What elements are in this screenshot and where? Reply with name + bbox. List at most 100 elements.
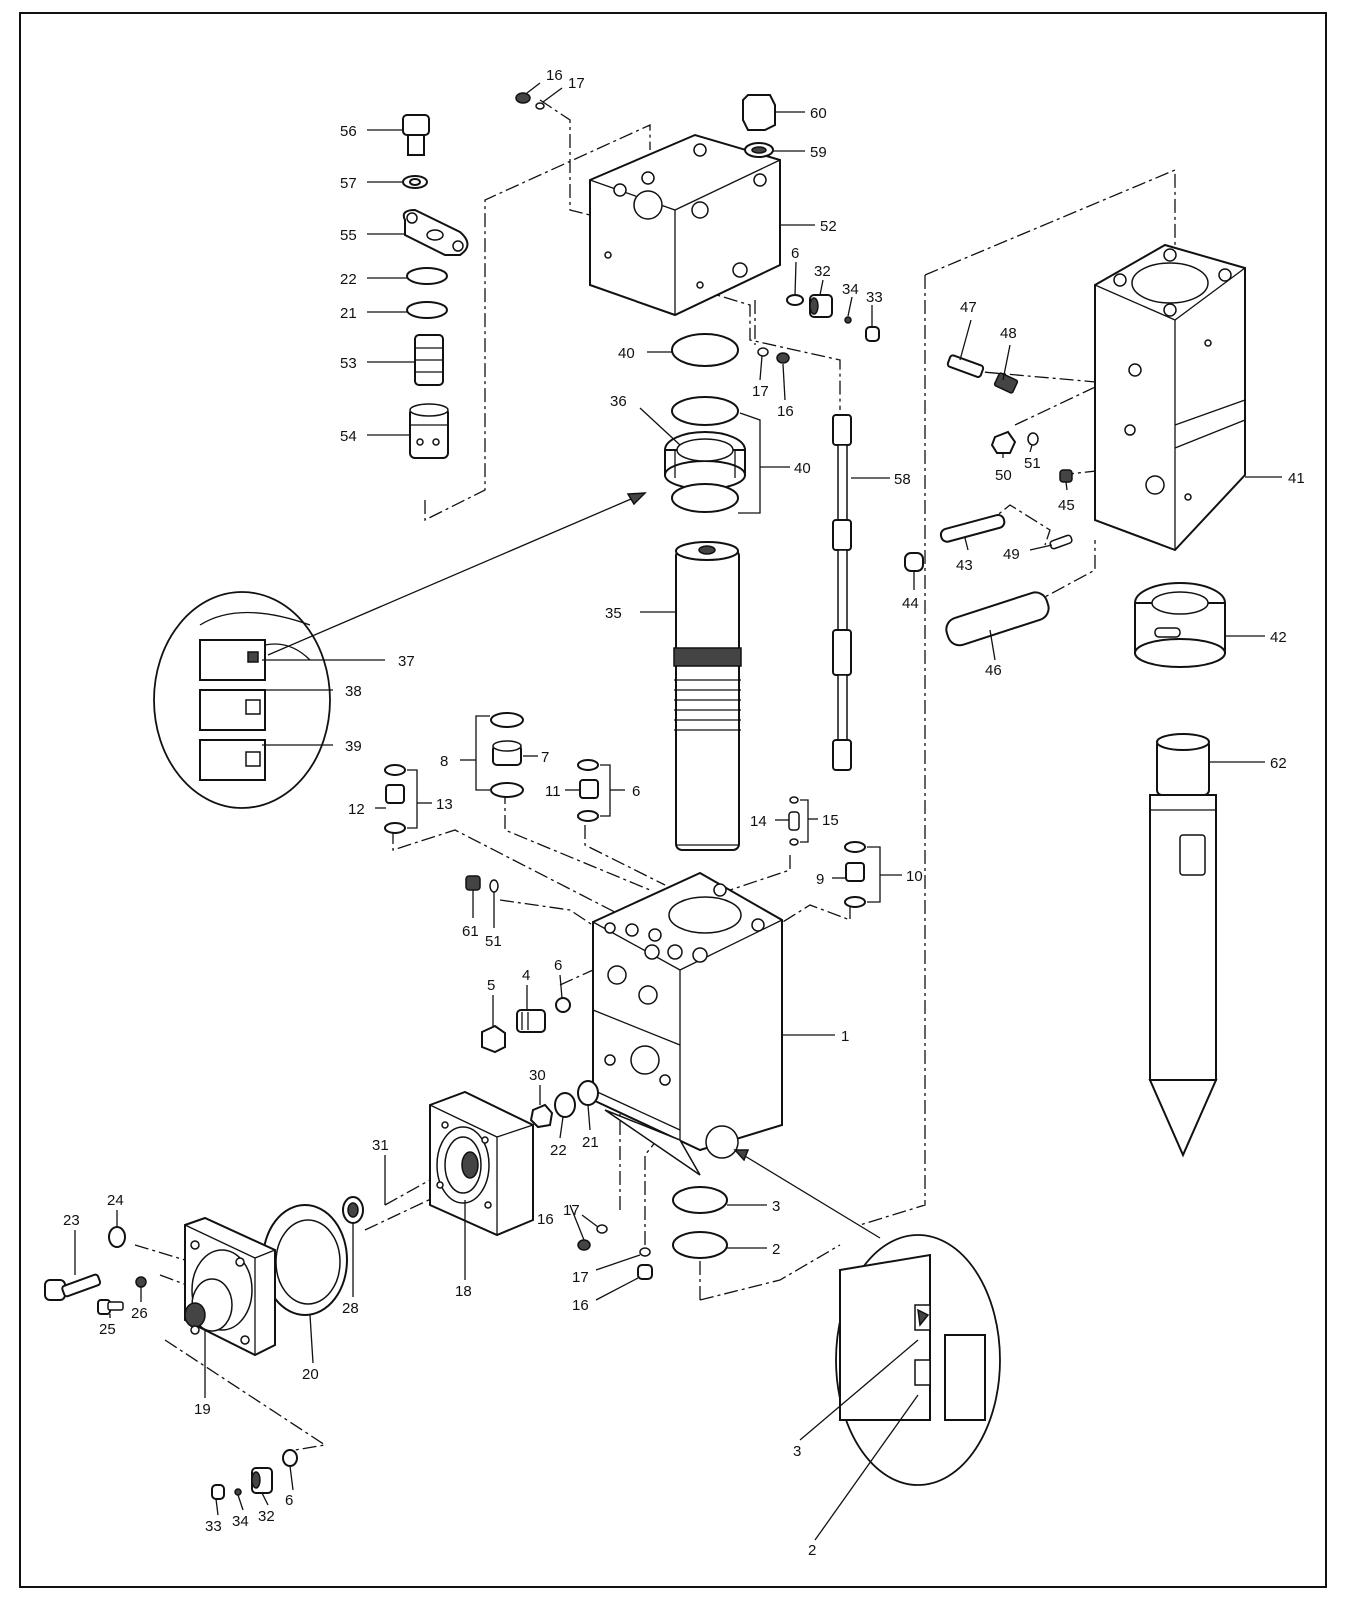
callout-3: 3 bbox=[772, 1198, 780, 1215]
callout-14: 14 bbox=[750, 813, 767, 830]
part-26-washer bbox=[135, 1276, 147, 1288]
callout-5: 5 bbox=[487, 977, 495, 994]
callout-9: 9 bbox=[816, 871, 824, 888]
callout-41: 41 bbox=[1288, 470, 1305, 487]
part-17a-oring bbox=[535, 102, 545, 110]
callout-15: 15 bbox=[822, 812, 839, 829]
callout-leaders bbox=[74, 82, 1282, 1516]
part-14-seal-set bbox=[788, 796, 800, 846]
part-46-rod bbox=[945, 591, 1050, 647]
part-59-seal bbox=[744, 142, 774, 158]
callout-16: 16 bbox=[546, 67, 563, 84]
callout-51: 51 bbox=[1024, 455, 1041, 472]
part-51a-oring bbox=[1027, 432, 1039, 446]
callout-19: 19 bbox=[194, 1401, 211, 1418]
callout-26: 26 bbox=[131, 1305, 148, 1322]
part-53-spool bbox=[414, 334, 444, 386]
part-35-piston bbox=[673, 541, 742, 851]
part-8-seal-set bbox=[490, 712, 524, 798]
part-3a-seal bbox=[672, 1186, 728, 1214]
callout-31: 31 bbox=[372, 1137, 389, 1154]
callout-6: 6 bbox=[554, 957, 562, 974]
part-16b-plug bbox=[776, 352, 790, 364]
callout-6: 6 bbox=[791, 245, 799, 262]
part-6d-oring bbox=[282, 1449, 298, 1467]
callout-62: 62 bbox=[1270, 755, 1287, 772]
part-20-diaphragm bbox=[262, 1204, 348, 1316]
part-4-fitting bbox=[516, 1009, 546, 1033]
callout-28: 28 bbox=[342, 1300, 359, 1317]
callout-11: 11 bbox=[545, 783, 561, 800]
callout-44: 44 bbox=[902, 595, 919, 612]
callout-49: 49 bbox=[1003, 546, 1020, 563]
detail-arrow-lower bbox=[733, 1149, 881, 1239]
part-24-washer bbox=[108, 1226, 126, 1248]
callout-30: 30 bbox=[529, 1067, 546, 1084]
callout-10: 10 bbox=[906, 868, 923, 885]
callout-24: 24 bbox=[107, 1192, 124, 1209]
callout-33: 33 bbox=[866, 289, 883, 306]
part-17b-oring bbox=[757, 347, 769, 357]
part-16a-plug bbox=[515, 92, 531, 104]
callout-32: 32 bbox=[814, 263, 831, 280]
part-6a-oring bbox=[786, 294, 804, 306]
part-2a-seal bbox=[672, 1231, 728, 1259]
part-42-bushing bbox=[1134, 582, 1226, 668]
detail-circle-lower bbox=[799, 1234, 1001, 1541]
callout-20: 20 bbox=[302, 1366, 319, 1383]
part-33b-plug bbox=[211, 1484, 225, 1500]
callout-8: 8 bbox=[440, 753, 448, 770]
part-45-fitting bbox=[1059, 469, 1073, 483]
part-62-chisel bbox=[1148, 733, 1218, 1158]
callout-16: 16 bbox=[777, 403, 794, 420]
part-52-head-block bbox=[589, 133, 781, 317]
callout-34: 34 bbox=[842, 281, 859, 298]
part-23-bolt bbox=[44, 1273, 102, 1301]
part-21-oring bbox=[406, 301, 448, 319]
callout-22: 22 bbox=[340, 271, 357, 288]
callout-40: 40 bbox=[794, 460, 811, 477]
part-40c-oring-bottom bbox=[671, 483, 739, 513]
callout-48: 48 bbox=[1000, 325, 1017, 342]
callout-13: 13 bbox=[436, 796, 453, 813]
callout-18: 18 bbox=[455, 1283, 472, 1300]
callout-34: 34 bbox=[232, 1513, 249, 1530]
part-60-nut bbox=[742, 94, 776, 131]
callout-labels: 56 57 55 22 21 53 54 16 17 60 59 52 6 32… bbox=[63, 67, 1305, 1559]
part-6c-oring bbox=[555, 997, 571, 1013]
callout-36: 36 bbox=[610, 393, 627, 410]
part-9-seal-set bbox=[844, 841, 866, 908]
callout-51: 51 bbox=[485, 933, 502, 950]
part-5-nut bbox=[481, 1024, 506, 1054]
callout-59: 59 bbox=[810, 144, 827, 161]
callout-17: 17 bbox=[572, 1269, 589, 1286]
callout-33: 33 bbox=[205, 1518, 222, 1535]
part-19-end-cap bbox=[184, 1216, 276, 1357]
part-50-plug bbox=[990, 430, 1017, 454]
callout-40: 40 bbox=[618, 345, 635, 362]
callout-17: 17 bbox=[752, 383, 769, 400]
callout-16: 16 bbox=[537, 1211, 554, 1228]
part-30-fitting bbox=[529, 1103, 554, 1129]
callout-2: 2 bbox=[772, 1241, 780, 1258]
detail-circle-seals bbox=[153, 591, 331, 809]
callout-50: 50 bbox=[995, 467, 1012, 484]
part-32a-fitting bbox=[809, 294, 833, 318]
callout-17: 17 bbox=[563, 1202, 580, 1219]
part-16d-plug bbox=[637, 1264, 653, 1280]
part-36-seal-pack bbox=[664, 431, 746, 490]
callout-21: 21 bbox=[340, 305, 357, 322]
callout-61: 61 bbox=[462, 923, 479, 940]
callout-45: 45 bbox=[1058, 497, 1075, 514]
callout-38: 38 bbox=[345, 683, 362, 700]
part-32b-fitting bbox=[251, 1467, 273, 1494]
part-16c-plug bbox=[577, 1239, 591, 1251]
callout-7: 7 bbox=[541, 749, 549, 766]
part-57-washer bbox=[402, 175, 428, 189]
part-43-rod bbox=[939, 514, 1006, 543]
callout-52: 52 bbox=[820, 218, 837, 235]
callout-54: 54 bbox=[340, 428, 357, 445]
callout-47: 47 bbox=[960, 299, 977, 316]
callout-53: 53 bbox=[340, 355, 357, 372]
